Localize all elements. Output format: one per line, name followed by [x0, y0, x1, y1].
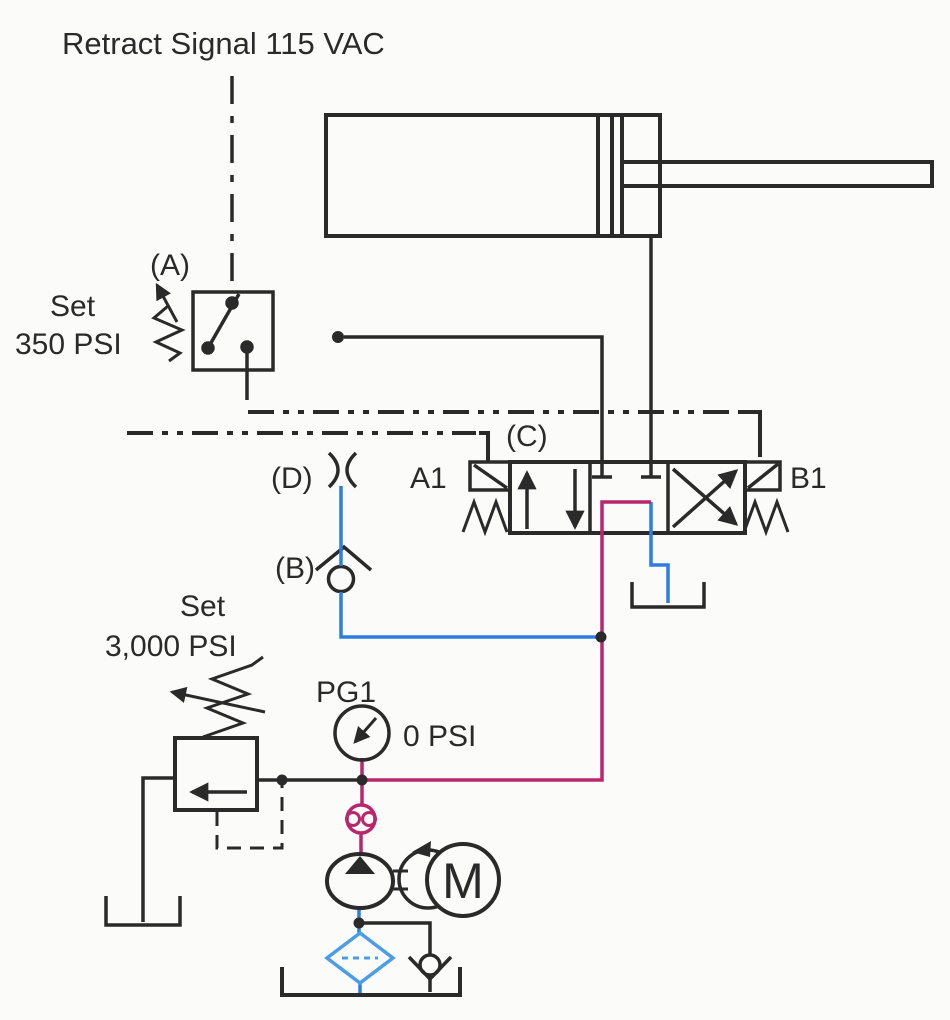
pressure-switch-set-label: Set	[50, 290, 96, 323]
valve-cross-arrow-1	[671, 469, 739, 529]
relief-set-label: Set	[180, 590, 226, 623]
valve-body	[508, 460, 747, 535]
pressure-lines	[345, 500, 651, 856]
gauge-needle	[353, 717, 378, 744]
check-to-pressure-junction-line	[339, 592, 601, 639]
solenoid-b1-label: B1	[790, 462, 827, 495]
gauge-tag: PG1	[316, 676, 376, 709]
valve-to-tank-line	[649, 502, 670, 603]
solenoid-a1-box	[468, 460, 512, 492]
motor-letter: M	[442, 853, 484, 909]
suction-filter	[324, 930, 396, 986]
valve-spring-left	[461, 497, 509, 537]
check-valve-seat	[314, 544, 373, 572]
retract-signal-label: Retract Signal 115 VAC	[62, 26, 385, 61]
reservoir-group	[280, 582, 706, 997]
pressure-gauge	[333, 704, 391, 762]
junction-bleed-pressure	[595, 631, 607, 643]
valve-tank-symbol	[630, 582, 706, 609]
relief-valve-body	[173, 736, 259, 812]
orifice-symbol-left-arc	[327, 451, 340, 489]
switch-spring	[151, 304, 186, 363]
junction-suction	[353, 917, 365, 929]
solenoid-b1-box	[743, 460, 782, 492]
hydraulic-cylinder	[324, 113, 934, 462]
switch-adjust-arrow	[155, 282, 179, 323]
cylinder-rod	[620, 160, 934, 188]
switch-pivot-dot	[201, 341, 215, 355]
pump-outlet-triangle	[345, 856, 375, 874]
solenoid-a1-label: A1	[410, 462, 447, 495]
orifice-tag: (D)	[271, 462, 313, 495]
orifice-symbol-right-arc	[345, 451, 358, 489]
return-lines	[339, 486, 670, 993]
pressure-switch	[151, 282, 275, 400]
capped-port-dot	[332, 331, 344, 343]
pressure-switch-set-value: 350 PSI	[15, 328, 122, 361]
flow-indicator-left-ball	[345, 811, 361, 827]
valve-spring-right	[742, 497, 790, 537]
check-valve-tag: (B)	[275, 552, 315, 585]
pressure-switch-body	[191, 290, 275, 372]
pump-body	[325, 852, 395, 910]
orifice-and-check	[314, 451, 373, 594]
relief-adjust-arrow	[169, 686, 266, 714]
main-tank-symbol	[280, 967, 462, 997]
gauge-reading: 0 PSI	[403, 720, 476, 753]
switch-terminal-dot	[240, 340, 254, 354]
capped-port-line	[344, 335, 604, 462]
directional-valve	[461, 460, 790, 537]
foot-check-ball	[418, 953, 442, 977]
pressure-switch-tag: (A)	[150, 249, 190, 282]
relief-valve	[104, 655, 362, 927]
flow-indicator-right-ball	[361, 811, 377, 827]
relief-tank-symbol	[104, 896, 182, 927]
relief-set-value: 3,000 PSI	[105, 630, 237, 663]
valve-cross-arrow-2	[671, 467, 739, 526]
relief-pilot-dashed-line	[215, 785, 284, 850]
switch-throw-dot	[225, 296, 239, 310]
valve-tag: (C)	[506, 420, 548, 453]
relief-drain-line	[141, 776, 175, 922]
solenoid-b1-slash	[746, 462, 780, 490]
solenoid-a1-slash	[472, 463, 509, 490]
electrical-signal-lines	[127, 76, 762, 462]
junction-gauge	[356, 774, 368, 786]
signal-boundary-lower-elbow	[479, 431, 490, 462]
check-valve-ball	[326, 564, 356, 594]
motor-body	[425, 842, 501, 918]
pump-motor-group	[325, 841, 501, 918]
labels: Retract Signal 115 VAC (A) Set 350 PSI (…	[15, 26, 827, 909]
junction-dots	[276, 631, 607, 929]
gauge-dial	[333, 704, 391, 762]
junction-pilot	[276, 774, 288, 786]
relief-spring	[202, 655, 264, 739]
rotation-arrow	[412, 841, 431, 857]
signal-boundary-upper-elbow	[738, 410, 762, 457]
suction-branch-line	[359, 921, 432, 955]
cylinder-barrel	[324, 113, 662, 238]
